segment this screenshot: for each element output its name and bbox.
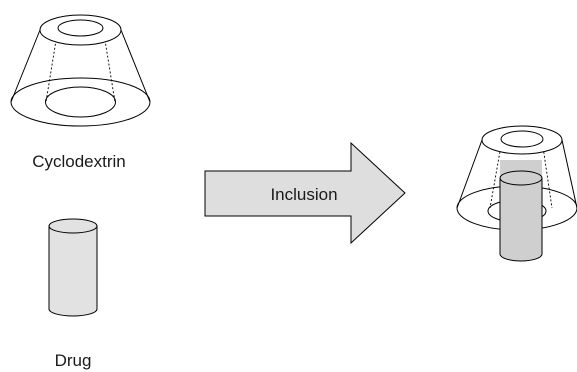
- drug-inside-top: [499, 170, 543, 186]
- drug-inside-body: [499, 178, 543, 262]
- arrow-shape: [204, 141, 406, 245]
- drug-cylinder-top: [48, 218, 98, 234]
- drug-cylinder-body: [48, 226, 98, 317]
- drug-label: Drug: [55, 351, 92, 370]
- drug-cylinder: [48, 218, 98, 317]
- cyclodextrin-cone: [10, 14, 151, 127]
- arrow-label: Inclusion: [270, 185, 337, 204]
- cyclodextrin-label: Cyclodextrin: [32, 152, 126, 171]
- inclusion-arrow: [204, 141, 406, 245]
- inclusion-complex: [456, 125, 577, 262]
